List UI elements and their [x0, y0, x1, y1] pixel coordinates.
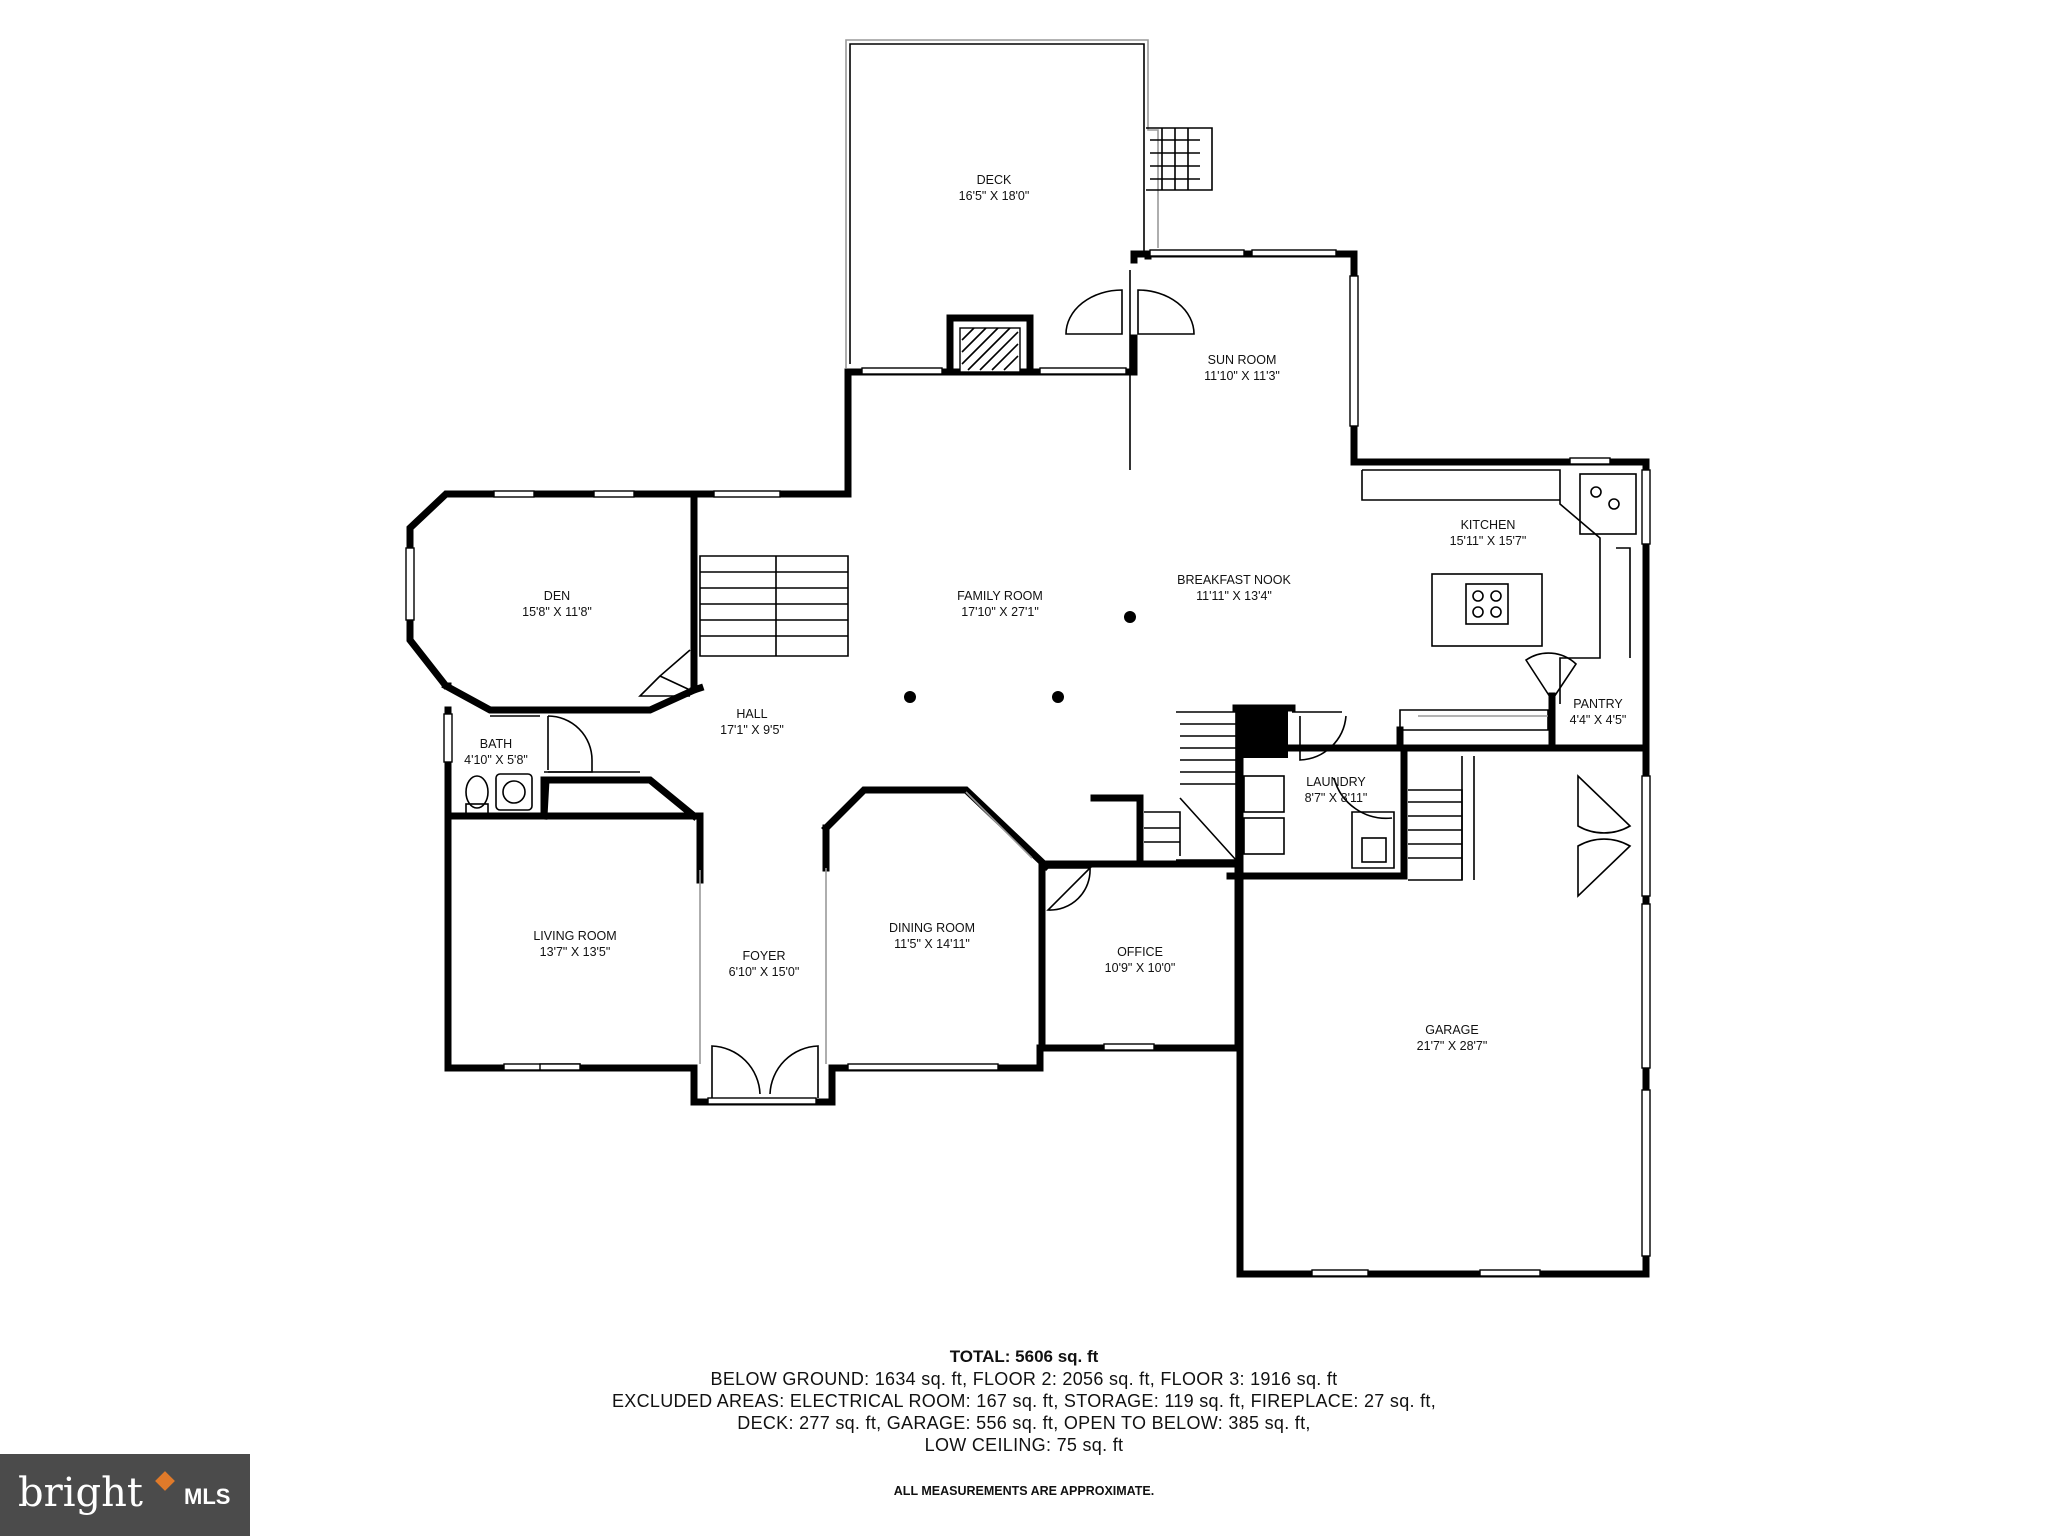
room-dims: 4'4" X 4'5"	[1570, 713, 1627, 727]
room-name: BREAKFAST NOOK	[1177, 573, 1291, 587]
room-name: DECK	[977, 173, 1012, 187]
total-area: TOTAL: 5606 sq. ft	[949, 1347, 1099, 1366]
room-name: FOYER	[742, 949, 785, 963]
room-dims: 15'8" X 11'8"	[522, 605, 592, 619]
measurement-note: ALL MEASUREMENTS ARE APPROXIMATE.	[893, 1484, 1155, 1498]
room-dims: 15'11" X 15'7"	[1450, 534, 1527, 548]
room-name: FAMILY ROOM	[957, 589, 1043, 603]
area-line: BELOW GROUND: 1634 sq. ft, FLOOR 2: 2056…	[710, 1369, 1338, 1389]
room-name: KITCHEN	[1461, 518, 1516, 532]
logo-word: bright	[18, 1470, 143, 1516]
room-name: LAUNDRY	[1306, 775, 1366, 789]
room-dims: 17'10" X 27'1"	[961, 605, 1039, 619]
room-dims: 11'10" X 11'3"	[1204, 369, 1280, 383]
room-dims: 16'5" X 18'0"	[959, 189, 1030, 203]
logo-diamond-icon	[155, 1471, 175, 1491]
room-dims: 8'7" X 8'11"	[1305, 791, 1368, 805]
room-dims: 10'9" X 10'0"	[1105, 961, 1176, 975]
room-dims: 11'5" X 14'11"	[894, 937, 970, 951]
interior-features	[465, 270, 1637, 1098]
exterior-walls	[406, 250, 1650, 1278]
room-dims: 17'1" X 9'5"	[720, 723, 784, 737]
fireplace	[946, 314, 1034, 376]
area-line: DECK: 277 sq. ft, GARAGE: 556 sq. ft, OP…	[737, 1413, 1311, 1433]
logo-suffix: MLS	[184, 1484, 231, 1509]
deck-outline	[845, 39, 1213, 368]
room-dims: 21'7" X 28'7"	[1417, 1039, 1488, 1053]
room-name: LIVING ROOM	[533, 929, 616, 943]
room-name: GARAGE	[1425, 1023, 1479, 1037]
area-summary: TOTAL: 5606 sq. ft BELOW GROUND: 1634 sq…	[424, 1346, 1624, 1456]
room-name: HALL	[736, 707, 767, 721]
bright-mls-logo: bright MLS	[0, 1454, 250, 1536]
room-name: PANTRY	[1573, 697, 1623, 711]
room-labels: DECK 16'5" X 18'0" SUN ROOM 11'10" X 11'…	[464, 173, 1626, 1053]
room-name: DEN	[544, 589, 570, 603]
room-name: OFFICE	[1117, 945, 1163, 959]
area-line: LOW CEILING: 75 sq. ft	[924, 1435, 1124, 1455]
room-name: DINING ROOM	[889, 921, 975, 935]
room-dims: 4'10" X 5'8"	[464, 753, 528, 767]
room-dims: 6'10" X 15'0"	[729, 965, 800, 979]
room-name: BATH	[480, 737, 512, 751]
room-name: SUN ROOM	[1208, 353, 1277, 367]
room-dims: 11'11" X 13'4"	[1196, 589, 1272, 603]
windows	[405, 249, 1651, 1277]
area-line: EXCLUDED AREAS: ELECTRICAL ROOM: 167 sq.…	[611, 1391, 1437, 1411]
room-dims: 13'7" X 13'5"	[540, 945, 611, 959]
